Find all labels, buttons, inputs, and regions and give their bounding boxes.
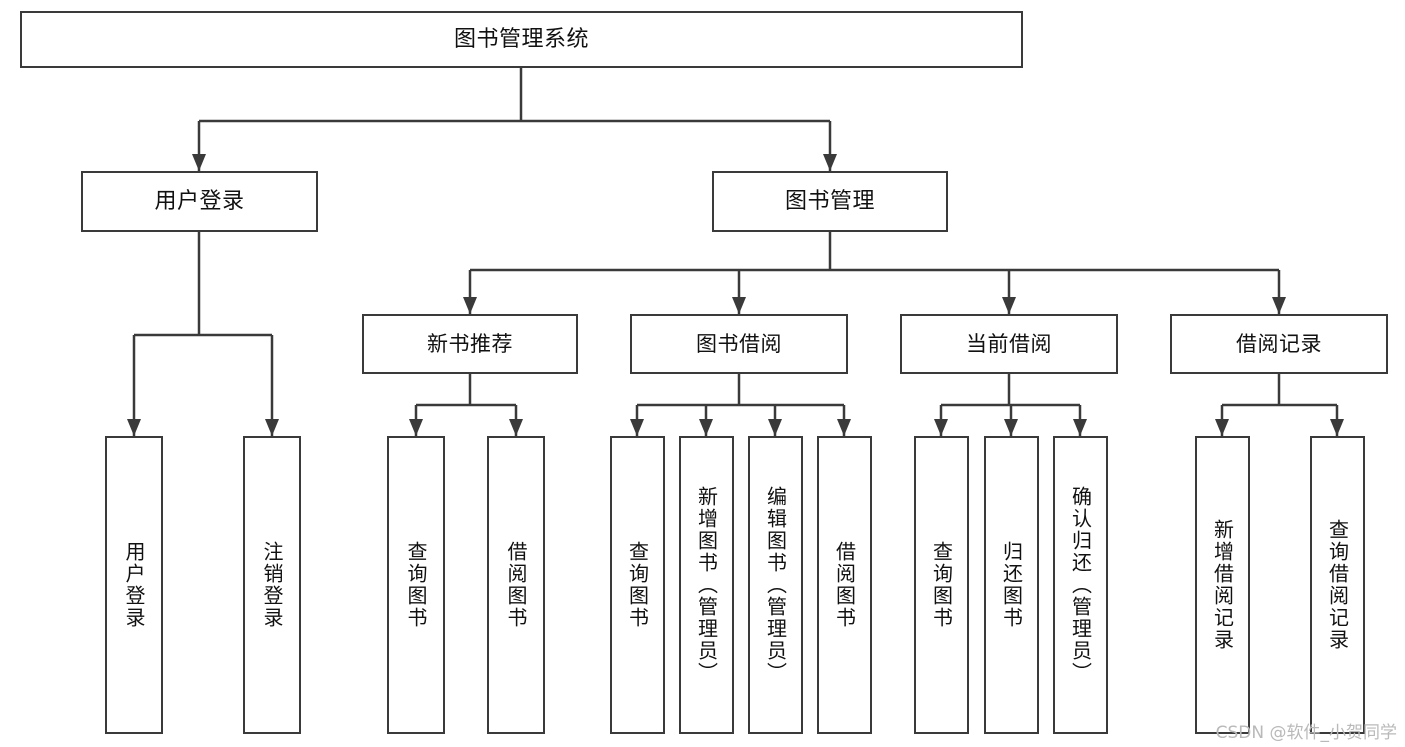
node-label: 查询图书 bbox=[404, 541, 428, 629]
edge-arrow-book-manage-0 bbox=[463, 297, 477, 314]
node-level2-new-book-recommend[interactable]: 新书推荐 bbox=[362, 314, 578, 374]
node-label: 新书推荐 bbox=[427, 331, 513, 356]
node-level2-book-borrow[interactable]: 图书借阅 bbox=[630, 314, 848, 374]
edge-arrow-book-manage-2 bbox=[1002, 297, 1016, 314]
node-leaf-leaf-confirm-return[interactable]: 确认归还（管理员） bbox=[1053, 436, 1108, 734]
edge-arrow-current-borrow-1 bbox=[1004, 419, 1018, 436]
node-label: 当前借阅 bbox=[966, 331, 1052, 356]
node-leaf-leaf-borrow-book-2[interactable]: 借阅图书 bbox=[817, 436, 872, 734]
node-label: 用户登录 bbox=[154, 188, 245, 214]
edge-arrow-user-login-1 bbox=[265, 419, 279, 436]
node-label: 注销登录 bbox=[260, 541, 284, 629]
node-label: 新增图书（管理员） bbox=[694, 486, 719, 684]
node-label: 图书管理系统 bbox=[453, 26, 589, 52]
node-label: 用户登录 bbox=[122, 541, 146, 629]
node-label: 查询图书 bbox=[929, 541, 954, 629]
edge-arrow-borrow-record-1 bbox=[1330, 419, 1344, 436]
edge-arrow-book-borrow-1 bbox=[699, 419, 713, 436]
node-leaf-leaf-query-book-3[interactable]: 查询图书 bbox=[914, 436, 969, 734]
edge-arrow-root-0 bbox=[192, 154, 206, 171]
node-leaf-leaf-logout-login[interactable]: 注销登录 bbox=[243, 436, 301, 734]
node-leaf-leaf-edit-book[interactable]: 编辑图书（管理员） bbox=[748, 436, 803, 734]
edge-arrow-current-borrow-2 bbox=[1073, 419, 1087, 436]
node-label: 借阅图书 bbox=[832, 541, 857, 629]
node-label: 确认归还（管理员） bbox=[1068, 486, 1093, 684]
node-leaf-leaf-query-book-1[interactable]: 查询图书 bbox=[387, 436, 445, 734]
node-level2-borrow-record[interactable]: 借阅记录 bbox=[1170, 314, 1388, 374]
edge-arrow-book-borrow-0 bbox=[630, 419, 644, 436]
node-label: 编辑图书（管理员） bbox=[763, 486, 788, 684]
node-label: 借阅记录 bbox=[1236, 331, 1322, 356]
edge-arrow-new-book-recommend-1 bbox=[509, 419, 523, 436]
node-leaf-leaf-add-book[interactable]: 新增图书（管理员） bbox=[679, 436, 734, 734]
node-root-root[interactable]: 图书管理系统 bbox=[20, 11, 1023, 68]
edge-arrow-current-borrow-0 bbox=[934, 419, 948, 436]
node-label: 新增借阅记录 bbox=[1210, 519, 1235, 651]
node-label: 图书管理 bbox=[784, 188, 875, 214]
node-level2-current-borrow[interactable]: 当前借阅 bbox=[900, 314, 1118, 374]
node-level1-user-login[interactable]: 用户登录 bbox=[81, 171, 318, 232]
edge-arrow-book-manage-1 bbox=[732, 297, 746, 314]
edge-arrow-book-manage-3 bbox=[1272, 297, 1286, 314]
edge-arrow-user-login-0 bbox=[127, 419, 141, 436]
edge-arrow-book-borrow-2 bbox=[768, 419, 782, 436]
node-label: 查询图书 bbox=[625, 541, 650, 629]
node-label: 借阅图书 bbox=[504, 541, 528, 629]
node-label: 查询借阅记录 bbox=[1325, 519, 1350, 651]
csdn-watermark: CSDN @软件_小贺同学 bbox=[1215, 723, 1397, 743]
edge-arrow-book-borrow-3 bbox=[837, 419, 851, 436]
node-level1-book-manage[interactable]: 图书管理 bbox=[712, 171, 948, 232]
edge-arrow-new-book-recommend-0 bbox=[409, 419, 423, 436]
node-leaf-leaf-user-login[interactable]: 用户登录 bbox=[105, 436, 163, 734]
edge-arrow-borrow-record-0 bbox=[1215, 419, 1229, 436]
node-leaf-leaf-borrow-book-1[interactable]: 借阅图书 bbox=[487, 436, 545, 734]
node-label: 归还图书 bbox=[999, 541, 1024, 629]
node-label: 图书借阅 bbox=[696, 331, 782, 356]
edge-arrow-root-1 bbox=[823, 154, 837, 171]
node-leaf-leaf-query-borrow-record[interactable]: 查询借阅记录 bbox=[1310, 436, 1365, 734]
node-leaf-leaf-add-borrow-record[interactable]: 新增借阅记录 bbox=[1195, 436, 1250, 734]
node-leaf-leaf-query-book-2[interactable]: 查询图书 bbox=[610, 436, 665, 734]
node-leaf-leaf-return-book[interactable]: 归还图书 bbox=[984, 436, 1039, 734]
